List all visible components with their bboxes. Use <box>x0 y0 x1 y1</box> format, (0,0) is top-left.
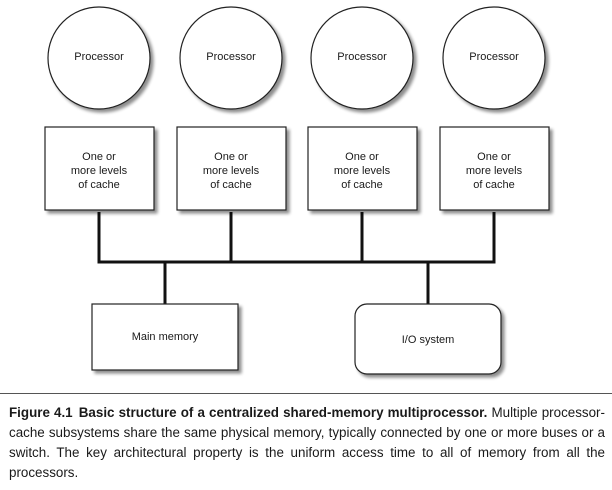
cache-box <box>44 126 155 211</box>
cache-label-line-2: more levels <box>203 165 260 177</box>
cache-label-line-2: more levels <box>334 165 391 177</box>
figure-caption-body: Multiple processor-cache subsystems shar… <box>9 405 605 480</box>
processor-column-4: Processor One or more levels of cache <box>439 6 550 211</box>
cache-label-line-2: more levels <box>466 165 523 177</box>
processor-node <box>442 6 546 110</box>
cache-label-line-1: One or <box>345 151 379 163</box>
cache-label-line-3: of cache <box>210 179 252 191</box>
figure-number: Figure 4.1 <box>9 405 73 420</box>
processor-label: Processor <box>74 51 124 63</box>
processor-label: Processor <box>469 51 519 63</box>
figure-title: Basic structure of a centralized shared-… <box>78 405 488 420</box>
processor-node <box>310 6 414 110</box>
cache-label-line-1: One or <box>214 151 248 163</box>
io-system-label: I/O system <box>402 334 455 346</box>
io-system-block: I/O system <box>354 303 502 375</box>
processor-label: Processor <box>206 51 256 63</box>
caption-divider <box>0 393 612 394</box>
processor-label: Processor <box>337 51 387 63</box>
cache-box <box>176 126 287 211</box>
main-memory-block: Main memory <box>91 303 239 371</box>
multiprocessor-diagram: Processor One or more levels of cache Pr… <box>44 6 550 375</box>
cache-label-line-2: more levels <box>71 165 128 177</box>
processor-node <box>179 6 283 110</box>
cache-label-line-1: One or <box>82 151 116 163</box>
interconnect <box>97 212 496 304</box>
cache-label-line-3: of cache <box>78 179 120 191</box>
figure-caption: Figure 4.1 Basic structure of a centrali… <box>9 403 605 483</box>
cache-label-line-1: One or <box>477 151 511 163</box>
cache-box <box>307 126 418 211</box>
cache-box <box>439 126 550 211</box>
main-memory-box <box>91 303 239 371</box>
cache-label-line-3: of cache <box>473 179 515 191</box>
main-memory-label: Main memory <box>132 331 199 343</box>
processor-column-2: Processor One or more levels of cache <box>176 6 287 211</box>
processor-node <box>47 6 151 110</box>
io-system-box <box>354 303 502 375</box>
cache-label-line-3: of cache <box>341 179 383 191</box>
processor-column-3: Processor One or more levels of cache <box>307 6 418 211</box>
processor-column-1: Processor One or more levels of cache <box>44 6 155 211</box>
